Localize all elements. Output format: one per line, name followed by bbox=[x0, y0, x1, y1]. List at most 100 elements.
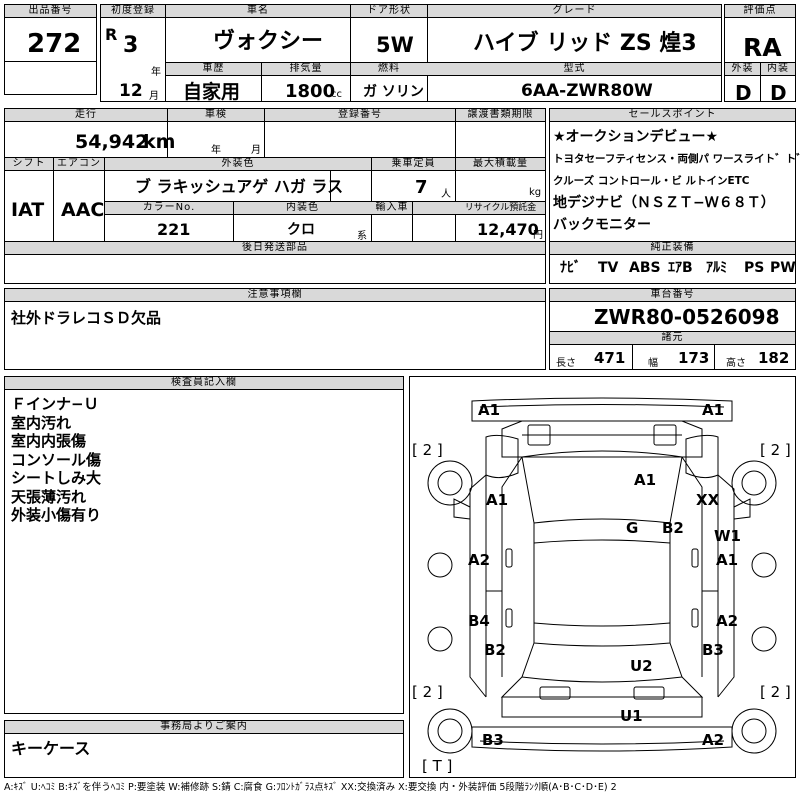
name-label: 車名 bbox=[166, 5, 350, 17]
inspector-note: 天張薄汚れ bbox=[11, 487, 87, 506]
inspector-note: シートしみ大 bbox=[11, 469, 102, 487]
score-label: 評価点 bbox=[725, 5, 795, 18]
history-label: 車歴 bbox=[166, 63, 261, 75]
tire-mark: [ 2 ] bbox=[412, 683, 443, 701]
damage-mark: A1 bbox=[634, 471, 657, 489]
fuel: ガ ソリン bbox=[363, 84, 424, 100]
score-box: 評価点 RA 外装 内装 D D bbox=[724, 4, 796, 105]
damage-mark: B3 bbox=[482, 731, 504, 749]
recycle-unit: 円 bbox=[533, 230, 543, 241]
later-label: 後日発送部品 bbox=[5, 242, 545, 255]
inspector-note: 室内内張傷 bbox=[11, 432, 87, 450]
score: RA bbox=[743, 33, 782, 62]
tire-mark: [ 2 ] bbox=[760, 683, 791, 701]
load-label: 最大積載量 bbox=[456, 158, 545, 170]
caution-box: 注意事項欄 社外ドラレコＳＤ欠品 bbox=[4, 288, 546, 370]
inspector-label: 検査員記入欄 bbox=[5, 377, 403, 390]
sales-box: セールスポイント ★オークションデビュー★ トヨタセーフティセンス・両側パ ワー… bbox=[549, 108, 800, 284]
office-text: キーケース bbox=[11, 739, 91, 758]
equip-item: PS bbox=[744, 260, 765, 276]
capacity: 7 bbox=[415, 177, 428, 198]
damage-mark: A2 bbox=[468, 551, 491, 569]
equip-item: TV bbox=[598, 260, 619, 276]
lot-number: 272 bbox=[27, 29, 82, 59]
disp-unit: cc bbox=[331, 89, 342, 100]
hgt-label: 高さ bbox=[726, 358, 746, 369]
lot-box: 出品番号 272 bbox=[4, 4, 97, 95]
inspect-month: 月 bbox=[251, 145, 261, 156]
inspector-note: コンソール傷 bbox=[11, 450, 102, 469]
equip-item: ﾅﾋﾞ bbox=[560, 260, 581, 276]
tire-mark: [ 2 ] bbox=[760, 441, 791, 459]
model-label: 型式 bbox=[428, 63, 721, 75]
equip-item: ｱﾙﾐ bbox=[706, 260, 727, 276]
equip-item: ｴｱB bbox=[668, 260, 693, 276]
sales-line: 地デジナビ（ＮＳＺＴ−Ｗ６８Ｔ） bbox=[553, 195, 775, 211]
reg-year: 3 bbox=[123, 33, 139, 58]
shift-label: シフト bbox=[5, 158, 53, 170]
sales-line: バックモニター bbox=[553, 217, 651, 233]
damage-mark: B3 bbox=[702, 641, 724, 659]
int-label: 内装 bbox=[761, 63, 795, 75]
sales-label: セールスポイント bbox=[550, 109, 795, 122]
damage-mark: W1 bbox=[714, 527, 741, 545]
office-box: 事務局よりご案内 キーケース bbox=[4, 720, 404, 778]
inspect-year: 年 bbox=[211, 145, 221, 156]
car-outline bbox=[427, 397, 777, 754]
damage-mark: A1 bbox=[486, 491, 509, 509]
sales-line: トヨタセーフティセンス・両側パ ワースライト゛ト゛ア bbox=[553, 153, 800, 165]
office-label: 事務局よりご案内 bbox=[5, 721, 403, 734]
inspector-note: 室内汚れ bbox=[11, 413, 72, 432]
door-label: ドア形状 bbox=[351, 5, 427, 17]
damage-mark: U2 bbox=[630, 657, 653, 675]
car-name: ヴォクシー bbox=[213, 29, 324, 54]
chassis-number: ZWR80-0526098 bbox=[594, 305, 780, 329]
mileage: 54,942 bbox=[75, 131, 149, 153]
damage-mark: B4 bbox=[468, 612, 490, 630]
chassis-label: 車台番号 bbox=[550, 289, 795, 302]
details-box: 走行 車検 登録番号 譲渡書類期限 54,942 km 年 月 シフト エアコン… bbox=[4, 108, 546, 284]
len-label: 長さ bbox=[556, 358, 576, 369]
reg-era: R bbox=[105, 25, 118, 44]
door-type: 5W bbox=[376, 33, 414, 57]
intcolor-label: 内装色 bbox=[234, 202, 371, 214]
height: 182 bbox=[758, 349, 790, 367]
length: 471 bbox=[594, 349, 626, 367]
sales-line: クルーズ コントロール・ビ ルトインETC bbox=[553, 175, 750, 187]
shift: IAT bbox=[11, 199, 45, 221]
inspect-label: 車検 bbox=[168, 109, 264, 121]
ext-label: 外装 bbox=[725, 63, 760, 75]
mileage-label: 走行 bbox=[5, 109, 167, 121]
damage-mark: B2 bbox=[484, 641, 506, 659]
recycle-label: リサイクル預託金 bbox=[456, 202, 545, 214]
ext-color: ブ ラキッシュアゲ ハガ ラス bbox=[135, 177, 344, 196]
color-label: 外装色 bbox=[105, 158, 371, 170]
reg-label: 初度登録 bbox=[101, 5, 165, 17]
reg-month: 12 bbox=[119, 81, 143, 101]
mileage-unit: km bbox=[143, 131, 176, 153]
damage-mark: A2 bbox=[716, 612, 739, 630]
import-label: 輸入車 bbox=[372, 202, 412, 214]
model: 6AA-ZWR80W bbox=[521, 81, 653, 101]
history: 自家用 bbox=[183, 81, 241, 103]
inspector-note: Ｆインナ−Ｕ bbox=[11, 395, 99, 413]
caution-text: 社外ドラレコＳＤ欠品 bbox=[11, 309, 162, 327]
damage-mark: XX bbox=[696, 491, 720, 509]
wid-label: 幅 bbox=[648, 358, 658, 369]
inspector-box: 検査員記入欄 Ｆインナ−Ｕ 室内汚れ 室内内張傷 コンソール傷 シートしみ大 天… bbox=[4, 376, 404, 714]
damage-mark: U1 bbox=[620, 707, 643, 725]
displacement: 1800 bbox=[285, 81, 336, 102]
grade: ハイブ リッド ZS 煌3 bbox=[473, 31, 697, 56]
cap-label: 乗車定員 bbox=[372, 158, 455, 170]
int-score: D bbox=[770, 81, 787, 105]
width: 173 bbox=[678, 349, 710, 367]
ext-score: D bbox=[735, 81, 752, 105]
damage-diagram: A1 A1 A1 A1 XX G B2 W1 A2 A1 B4 A2 B2 B3… bbox=[409, 376, 796, 778]
cap-unit: 人 bbox=[441, 189, 451, 200]
damage-mark: A1 bbox=[702, 401, 725, 419]
intcolor-unit: 系 bbox=[357, 231, 367, 242]
equip-item: PW bbox=[770, 260, 796, 276]
tire-mark: [ T ] bbox=[422, 757, 453, 775]
regno-label: 登録番号 bbox=[265, 109, 455, 121]
ac: AAC bbox=[61, 199, 105, 221]
